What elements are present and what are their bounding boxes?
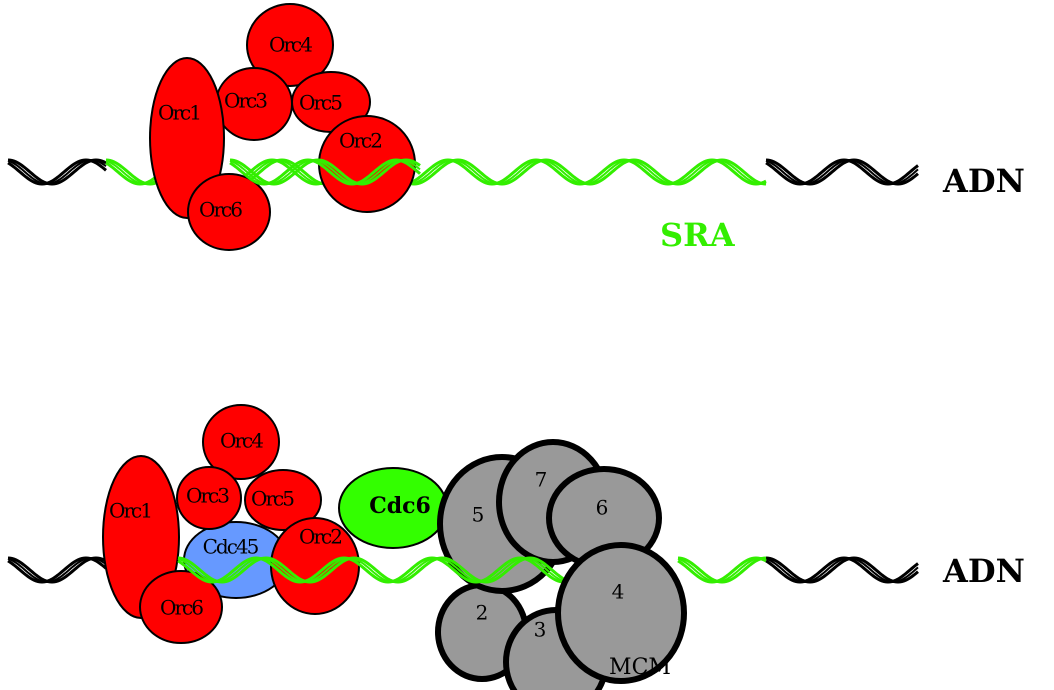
mcm4-label: 4 bbox=[612, 580, 625, 604]
sra-strand bbox=[177, 556, 591, 584]
sra-strand bbox=[677, 556, 767, 584]
orc1-label: Orc1 bbox=[109, 499, 151, 523]
orc2-label: Orc2 bbox=[339, 129, 381, 153]
dna-label-top: ADN bbox=[942, 162, 1025, 200]
mcm-label: MCM bbox=[609, 655, 671, 680]
orc3-subunit bbox=[176, 466, 242, 530]
orc4-label: Orc4 bbox=[220, 429, 263, 453]
bottom-panel: Orc4 Orc3 Orc5 Orc1 Orc2 Orc6 Cdc45 Cdc6… bbox=[7, 404, 1025, 690]
dna-helix-bottom-front bbox=[177, 556, 591, 584]
orc6-label: Orc6 bbox=[160, 596, 203, 620]
dna-strand bbox=[7, 159, 107, 185]
orc5-label: Orc5 bbox=[251, 487, 294, 511]
dna-helix-bottom bbox=[7, 556, 919, 584]
sra-strand bbox=[177, 556, 591, 584]
sra-strand bbox=[677, 557, 767, 583]
cdc6-label: Cdc6 bbox=[369, 493, 431, 519]
orc5-subunit bbox=[244, 469, 322, 531]
top-panel: Orc4 Orc3 Orc5 Orc1 Orc2 Orc6 ADN SRA bbox=[7, 3, 1025, 254]
mcm6-label: 6 bbox=[596, 496, 609, 520]
orc2-label: Orc2 bbox=[299, 525, 341, 549]
dna-strand bbox=[7, 556, 107, 584]
cdc45-label: Cdc45 bbox=[203, 535, 259, 559]
mcm5-label: 5 bbox=[472, 503, 485, 527]
dna-helix-bottom-right bbox=[677, 556, 767, 584]
orc3-label: Orc3 bbox=[186, 484, 229, 508]
mcm2-label: 2 bbox=[476, 601, 489, 625]
orc3-label: Orc3 bbox=[224, 89, 267, 113]
sra-label: SRA bbox=[660, 216, 736, 254]
dna-strand bbox=[7, 557, 107, 583]
dna-label-bottom: ADN bbox=[942, 552, 1025, 590]
orc1-label: Orc1 bbox=[158, 101, 200, 125]
sra-strand bbox=[229, 158, 421, 186]
dna-helix-top bbox=[7, 158, 919, 186]
orc6-subunit bbox=[187, 173, 271, 251]
dna-strand bbox=[765, 556, 919, 584]
orc4-subunit bbox=[246, 3, 334, 87]
dna-strand bbox=[7, 158, 107, 186]
orc6-subunit bbox=[139, 570, 223, 644]
mcm3-label: 3 bbox=[534, 618, 547, 642]
orc1-subunit bbox=[149, 57, 225, 219]
orc4-label: Orc4 bbox=[269, 33, 312, 57]
mcm4-subunit bbox=[555, 542, 687, 684]
dna-helix-top-front bbox=[229, 158, 421, 186]
orc5-label: Orc5 bbox=[299, 91, 342, 115]
mcm7-label: 7 bbox=[535, 468, 548, 492]
orc4-subunit bbox=[202, 404, 280, 480]
dna-strand bbox=[765, 158, 919, 186]
sra-strand bbox=[229, 158, 421, 186]
orc6-label: Orc6 bbox=[199, 198, 242, 222]
